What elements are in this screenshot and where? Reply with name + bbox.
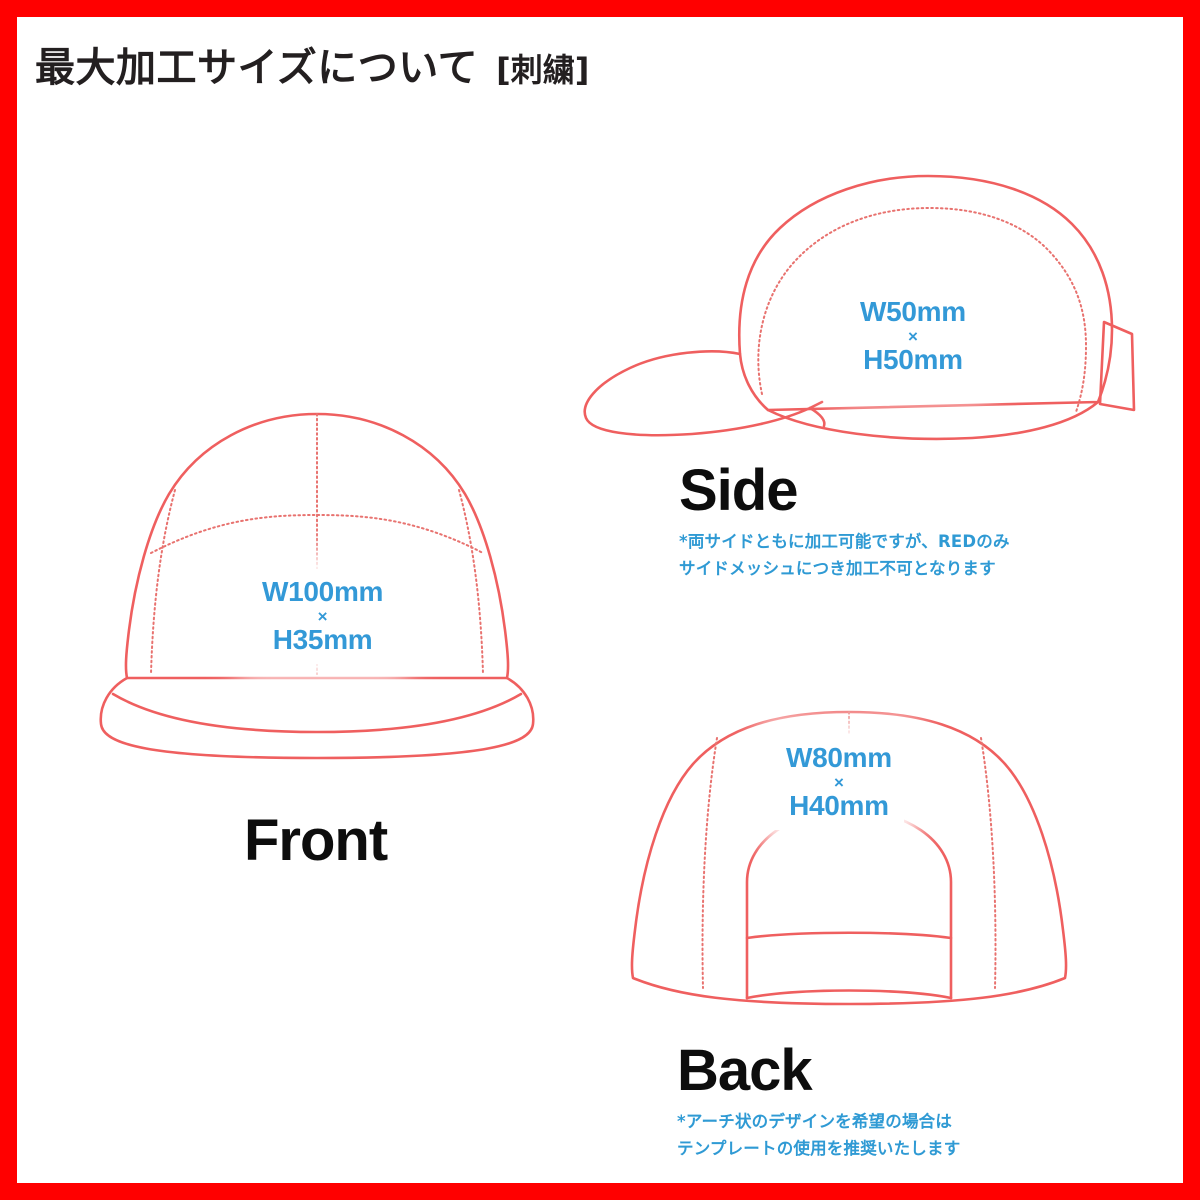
side-lower-edge xyxy=(766,400,1100,441)
back-view-note: *アーチ状のデザインを希望の場合は テンプレートの使用を推奨いたします xyxy=(677,1108,960,1162)
side-size-width: W50mm xyxy=(860,296,966,327)
back-left-seam xyxy=(701,737,718,989)
front-size-callout: W100mm × H35mm xyxy=(250,569,396,664)
diagram-canvas: 最大加工サイズについて [刺繍] Fron xyxy=(17,17,1183,1183)
back-strap-band-bottom xyxy=(745,989,953,1000)
front-cap-drawing xyxy=(99,412,535,760)
side-visor-outline xyxy=(583,350,824,437)
page-title-main: 最大加工サイズについて xyxy=(35,45,479,91)
front-crown-outline xyxy=(124,412,510,680)
side-view-label-block: Side *両サイドともに加工可能ですが、REDのみ サイドメッシュにつき加工不… xyxy=(679,462,1010,582)
side-crown-outline xyxy=(738,174,1114,412)
side-size-callout: W50mm × H50mm xyxy=(848,289,978,384)
side-note-line-2: サイドメッシュにつき加工不可となります xyxy=(679,559,996,579)
front-size-separator: × xyxy=(317,606,328,626)
back-view-label: Back xyxy=(677,1038,813,1103)
side-view-illustration xyxy=(572,162,1172,452)
side-note-line-1: *両サイドともに加工可能ですが、REDのみ xyxy=(679,532,1010,551)
front-horizontal-seam xyxy=(150,513,484,554)
side-panel-seam xyxy=(757,206,1088,413)
side-size-separator: × xyxy=(907,326,918,346)
back-note-line-1: *アーチ状のデザインを希望の場合は xyxy=(677,1112,953,1131)
back-size-height: H40mm xyxy=(789,790,889,822)
back-crown-outline xyxy=(630,710,1068,1006)
front-view-label-block: Front xyxy=(244,808,388,873)
side-view-note: *両サイドともに加工可能ですが、REDのみ サイドメッシュにつき加工不可となりま… xyxy=(679,528,1010,582)
side-size-height: H50mm xyxy=(863,344,963,376)
back-view-label-block: Back *アーチ状のデザインを希望の場合は テンプレートの使用を推奨いたします xyxy=(677,1042,960,1162)
page-title-method-bracket: [刺繍] xyxy=(496,51,590,89)
back-strap-band-top xyxy=(745,931,953,940)
back-right-seam xyxy=(980,737,997,989)
side-visor-joint xyxy=(808,406,826,428)
front-view-label: Front xyxy=(244,808,388,873)
back-size-separator: × xyxy=(833,772,844,792)
front-left-panel-seam xyxy=(150,489,176,675)
front-size-width: W100mm xyxy=(262,576,384,607)
back-size-callout: W80mm × H40mm xyxy=(774,735,904,830)
back-arch-opening xyxy=(745,808,953,1000)
front-size-height: H35mm xyxy=(272,624,373,656)
front-right-panel-seam xyxy=(458,489,484,675)
side-view-label: Side xyxy=(679,458,798,523)
front-view-illustration xyxy=(87,402,547,762)
side-strap-tab xyxy=(1098,320,1136,412)
back-size-width: W80mm xyxy=(786,742,892,773)
side-cap-drawing xyxy=(583,174,1136,441)
front-brim-inner-edge xyxy=(111,692,523,734)
front-brim-outline xyxy=(99,676,535,760)
back-note-line-2: テンプレートの使用を推奨いたします xyxy=(677,1139,961,1159)
page-title: 最大加工サイズについて [刺繍] xyxy=(35,35,589,93)
